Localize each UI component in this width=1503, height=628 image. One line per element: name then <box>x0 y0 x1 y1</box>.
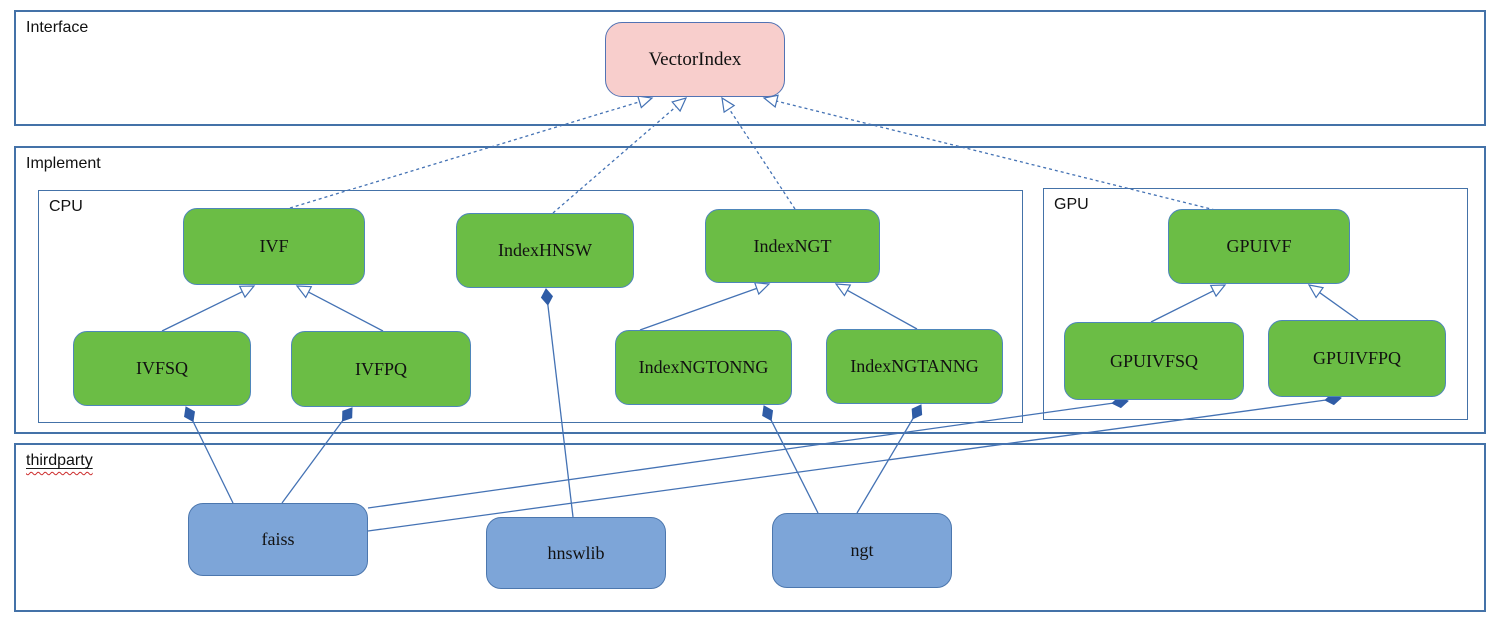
node-ivfsq: IVFSQ <box>73 331 251 406</box>
node-label-hnswlib: hnswlib <box>547 542 605 563</box>
node-label-ivfpq: IVFPQ <box>354 358 407 379</box>
group-label-text-gpu: GPU <box>1054 196 1089 213</box>
group-label-text-interface: Interface <box>26 19 89 36</box>
node-indexngt: IndexNGT <box>705 209 880 283</box>
node-label-ngt: ngt <box>850 540 874 560</box>
node-label-indexngtanng: IndexNGTANNG <box>850 356 979 376</box>
node-label-faiss: faiss <box>261 529 295 549</box>
group-label-text-cpu: CPU <box>49 198 83 215</box>
node-indexngtanng: IndexNGTANNG <box>826 329 1003 404</box>
group-label-implement: Implement <box>26 155 101 173</box>
group-label-cpu: CPU <box>49 198 83 216</box>
group-label-gpu: GPU <box>1054 196 1089 214</box>
group-label-thirdparty: thirdparty <box>26 452 93 470</box>
node-gpuivf: GPUIVF <box>1168 209 1350 284</box>
node-label-gpuivf: GPUIVF <box>1226 236 1292 256</box>
node-gpuivfsq: GPUIVFSQ <box>1064 322 1244 400</box>
group-label-interface: Interface <box>26 19 88 37</box>
node-vectorindex: VectorIndex <box>605 22 785 97</box>
group-label-text-thirdparty: thirdparty <box>26 452 93 469</box>
node-indexhnsw: IndexHNSW <box>456 213 634 288</box>
node-label-gpuivfsq: GPUIVFSQ <box>1109 350 1199 371</box>
node-label-ivf: IVF <box>259 236 289 256</box>
node-indexngtonng: IndexNGTONNG <box>615 330 792 405</box>
node-faiss: faiss <box>188 503 368 576</box>
node-ivfpq: IVFPQ <box>291 331 471 407</box>
node-label-vectorindex: VectorIndex <box>648 48 742 70</box>
node-ngt: ngt <box>772 513 952 588</box>
node-ivf: IVF <box>183 208 365 285</box>
node-label-gpuivfpq: GPUIVFPQ <box>1312 348 1402 368</box>
node-gpuivfpq: GPUIVFPQ <box>1268 320 1446 397</box>
node-hnswlib: hnswlib <box>486 517 666 589</box>
node-label-ivfsq: IVFSQ <box>135 358 188 378</box>
group-label-text-implement: Implement <box>26 155 101 172</box>
node-label-indexngt: IndexNGT <box>753 235 832 256</box>
node-label-indexhnsw: IndexHNSW <box>498 240 592 260</box>
node-label-indexngtonng: IndexNGTONNG <box>638 357 769 377</box>
